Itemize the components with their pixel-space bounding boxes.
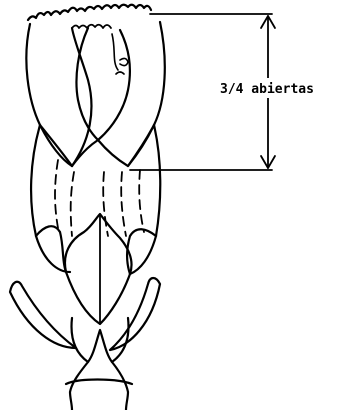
calyx-top-edge [40, 125, 154, 166]
center-bract [65, 214, 132, 324]
petal-inner-line [112, 34, 128, 74]
annotation-label: 3/4 abiertas [220, 82, 314, 97]
upper-petal-center [76, 28, 98, 140]
petal-fringe [28, 5, 151, 20]
outer-sepal-right [110, 278, 160, 350]
upper-petal-right [128, 22, 165, 166]
upper-petal-left [26, 24, 72, 166]
outer-sepal-left [10, 282, 76, 348]
petal-fringe-inner [72, 25, 111, 28]
stem [66, 362, 132, 410]
